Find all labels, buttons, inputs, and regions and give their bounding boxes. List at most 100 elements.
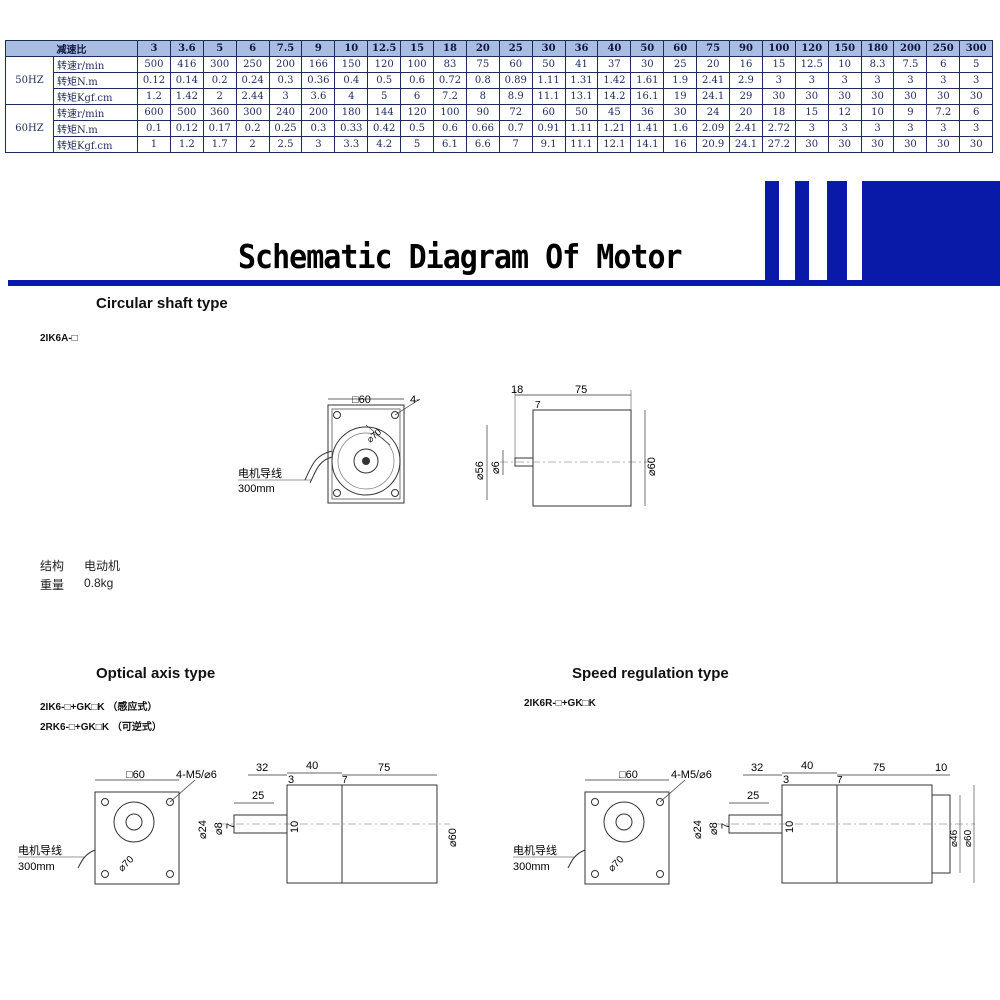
value-cell: 300 bbox=[202, 56, 237, 73]
spd-d40: 40 bbox=[801, 760, 813, 772]
value-cell: 2.72 bbox=[761, 120, 796, 137]
value-cell: 180 bbox=[334, 104, 369, 121]
ratio-cell: 12.5 bbox=[367, 40, 402, 57]
value-cell: 2.44 bbox=[235, 88, 270, 105]
value-cell: 600 bbox=[137, 104, 171, 121]
value-cell: 500 bbox=[137, 56, 171, 73]
value-cell: 0.1 bbox=[137, 120, 171, 137]
value-cell: 3 bbox=[893, 72, 928, 89]
value-cell: 13.1 bbox=[564, 88, 599, 105]
value-cell: 25 bbox=[663, 56, 698, 73]
value-cell: 0.3 bbox=[268, 72, 303, 89]
optical-model-1: 2IK6-□+GK□K （感应式） bbox=[40, 702, 158, 713]
value-cell: 1.21 bbox=[597, 120, 632, 137]
circular-side-view: 18 75 7 ⌀56 ⌀6 ⌀60 bbox=[474, 384, 658, 507]
value-cell: 7.2 bbox=[433, 88, 467, 105]
table-header-label: 减速比 bbox=[5, 40, 138, 57]
value-cell: 30 bbox=[827, 88, 862, 105]
circ-d7: 7 bbox=[535, 400, 541, 411]
speed-model: 2IK6R-□+GK□K bbox=[524, 698, 596, 709]
value-cell: 24.1 bbox=[729, 136, 763, 153]
value-cell: 16 bbox=[729, 56, 763, 73]
value-cell: 5 bbox=[400, 136, 435, 153]
value-cell: 12.5 bbox=[794, 56, 829, 73]
value-cell: 3 bbox=[860, 72, 895, 89]
value-cell: 2.41 bbox=[729, 120, 763, 137]
speed-heading: Speed regulation type bbox=[572, 665, 729, 682]
value-cell: 90 bbox=[465, 104, 500, 121]
value-cell: 30 bbox=[926, 136, 961, 153]
value-cell: 0.91 bbox=[531, 120, 566, 137]
ratio-cell: 25 bbox=[498, 40, 533, 57]
circ-d56: ⌀56 bbox=[474, 461, 486, 480]
value-cell: 2 bbox=[202, 88, 237, 105]
value-cell: 0.25 bbox=[268, 120, 303, 137]
row-label: 转矩Kgf.cm bbox=[53, 136, 138, 153]
value-cell: 30 bbox=[794, 88, 829, 105]
structure-label: 结构 bbox=[40, 559, 65, 573]
value-cell: 50 bbox=[564, 104, 599, 121]
value-cell: 3 bbox=[827, 120, 862, 137]
optical-side-view: 32 3 40 75 25 7 ⌀24 ⌀8 7 10 ⌀60 bbox=[197, 760, 459, 884]
circular-model: 2IK6A-□ bbox=[40, 333, 78, 344]
circ-d6: ⌀6 bbox=[490, 461, 502, 474]
ratio-cell: 3 bbox=[137, 40, 171, 57]
value-cell: 29 bbox=[729, 88, 763, 105]
value-cell: 2.5 bbox=[268, 136, 303, 153]
value-cell: 0.89 bbox=[498, 72, 533, 89]
value-cell: 0.7 bbox=[498, 120, 533, 137]
value-cell: 3.6 bbox=[301, 88, 336, 105]
value-cell: 3 bbox=[794, 72, 829, 89]
value-cell: 2 bbox=[235, 136, 270, 153]
value-cell: 1.42 bbox=[169, 88, 204, 105]
value-cell: 5 bbox=[367, 88, 402, 105]
circ-d18: 18 bbox=[511, 384, 523, 396]
opt-d25: 25 bbox=[252, 790, 264, 802]
circ-d75: 75 bbox=[575, 384, 587, 396]
value-cell: 7 bbox=[498, 136, 533, 153]
ratio-cell: 75 bbox=[696, 40, 731, 57]
value-cell: 3 bbox=[959, 120, 994, 137]
value-cell: 11.1 bbox=[564, 136, 599, 153]
spd-side-60: □60 bbox=[619, 769, 638, 781]
value-cell: 20.9 bbox=[696, 136, 731, 153]
ratio-cell: 20 bbox=[465, 40, 500, 57]
ratio-cell: 50 bbox=[630, 40, 665, 57]
value-cell: 3 bbox=[926, 120, 961, 137]
value-cell: 2.41 bbox=[696, 72, 731, 89]
value-cell: 3 bbox=[893, 120, 928, 137]
value-cell: 6 bbox=[926, 56, 961, 73]
opt-wire-len: 300mm bbox=[18, 861, 55, 873]
value-cell: 4.2 bbox=[367, 136, 402, 153]
spd-holes: 4-M5/⌀6 bbox=[671, 769, 712, 781]
value-cell: 6.6 bbox=[465, 136, 500, 153]
header-block bbox=[862, 181, 1000, 280]
value-cell: 5 bbox=[959, 56, 994, 73]
value-cell: 24 bbox=[696, 104, 731, 121]
value-cell: 0.8 bbox=[465, 72, 500, 89]
opt-wire-label: 电机导线 bbox=[18, 843, 62, 857]
optical-front-view: □60 4-M5/⌀6 ⌀70 电机导线 300mm bbox=[18, 769, 217, 885]
value-cell: 6 bbox=[959, 104, 994, 121]
value-cell: 15 bbox=[761, 56, 796, 73]
spd-wire-len: 300mm bbox=[513, 861, 550, 873]
value-cell: 0.3 bbox=[301, 120, 336, 137]
value-cell: 30 bbox=[926, 88, 961, 105]
ratio-cell: 6 bbox=[235, 40, 270, 57]
ratio-cell: 180 bbox=[860, 40, 895, 57]
value-cell: 200 bbox=[268, 56, 303, 73]
value-cell: 3 bbox=[301, 136, 336, 153]
opt-d60: ⌀60 bbox=[447, 828, 459, 847]
value-cell: 0.24 bbox=[235, 72, 270, 89]
opt-d32: 32 bbox=[256, 762, 268, 774]
spd-phi70: ⌀70 bbox=[606, 854, 626, 874]
value-cell: 14.2 bbox=[597, 88, 632, 105]
value-cell: 300 bbox=[235, 104, 270, 121]
spd-d8: ⌀8 bbox=[708, 822, 720, 835]
freq-cell: 50HZ bbox=[5, 56, 54, 105]
value-cell: 0.12 bbox=[137, 72, 171, 89]
